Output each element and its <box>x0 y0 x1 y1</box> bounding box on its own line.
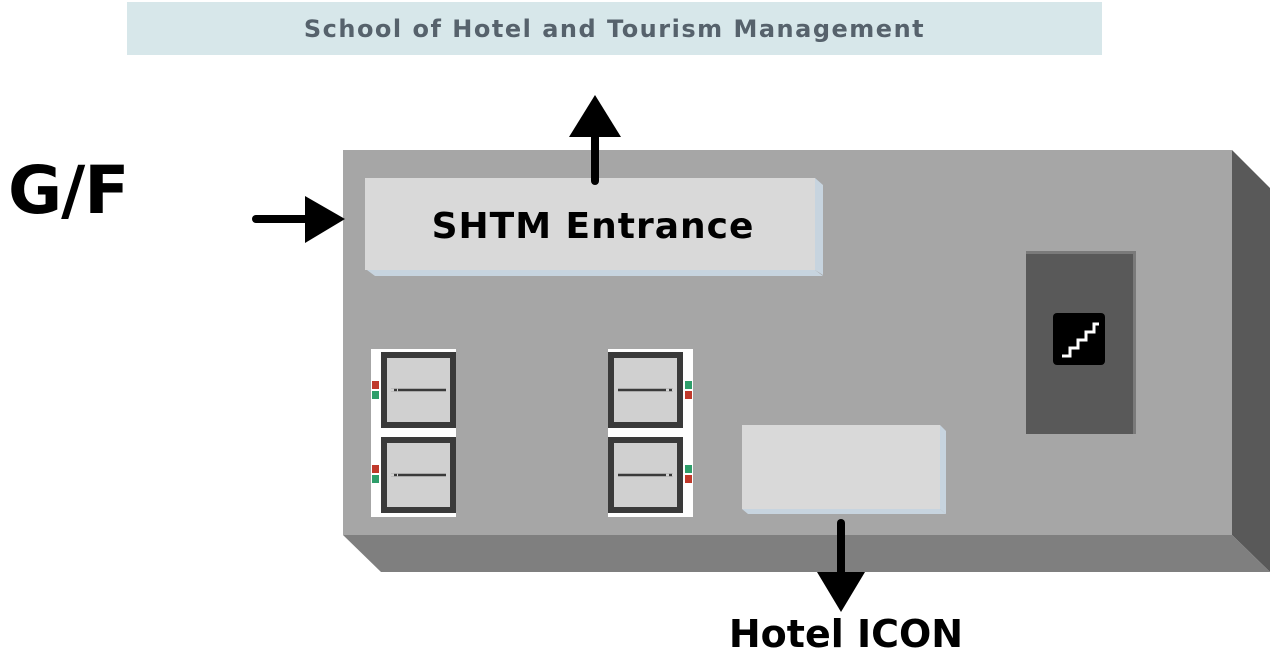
elevator-icon <box>608 437 692 513</box>
floor-label: G/F <box>8 152 129 229</box>
title-banner: School of Hotel and Tourism Management <box>127 2 1102 55</box>
entrance-box <box>365 178 815 270</box>
hotel-box <box>742 425 940 509</box>
elevator-icon <box>608 352 692 428</box>
floor-side-face <box>1232 150 1270 572</box>
hotel-icon-label: Hotel ICON <box>728 612 964 656</box>
hotel-box-bottom <box>742 509 946 514</box>
elevator-icon <box>372 437 456 513</box>
entrance-box-edge <box>815 178 823 275</box>
arrow-down-icon <box>817 519 865 612</box>
stairs-icon <box>1053 313 1105 365</box>
entrance-box-bottom <box>367 270 823 276</box>
arrow-right-icon <box>252 196 345 243</box>
arrow-up-icon <box>569 95 621 185</box>
entrance-label: SHTM Entrance <box>431 205 755 247</box>
banner-title: School of Hotel and Tourism Management <box>303 14 926 43</box>
floor-front-face <box>343 535 1270 572</box>
elevator-icon <box>372 352 456 428</box>
hotel-box-edge <box>940 425 946 514</box>
